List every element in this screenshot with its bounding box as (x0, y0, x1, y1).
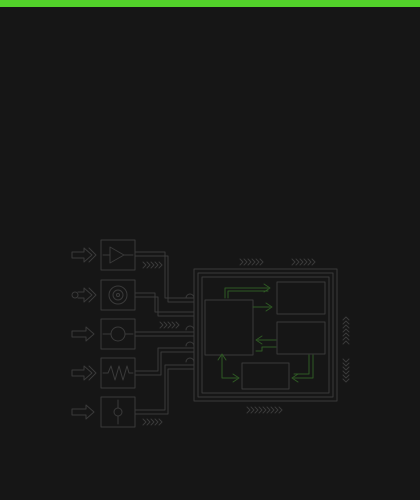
input-arrow-icon (71, 326, 95, 342)
resistor-icon (100, 357, 136, 389)
processing-block-icon (193, 268, 338, 402)
bus-wires (134, 251, 195, 415)
top-accent-bar (0, 0, 420, 7)
target-icon (100, 279, 136, 311)
input-arrow-icon (71, 404, 95, 420)
input-arrow-icon (71, 365, 97, 381)
input-arrows (71, 247, 97, 420)
input-arrow-icon (71, 247, 97, 263)
component-column (100, 239, 136, 428)
signal-chevrons (142, 258, 350, 426)
amplifier-icon (100, 239, 136, 271)
dot-node-icon (100, 396, 136, 428)
internal-flow-arrows (217, 283, 314, 383)
circle-node-icon (100, 318, 136, 350)
input-arrow-icon (71, 287, 97, 303)
